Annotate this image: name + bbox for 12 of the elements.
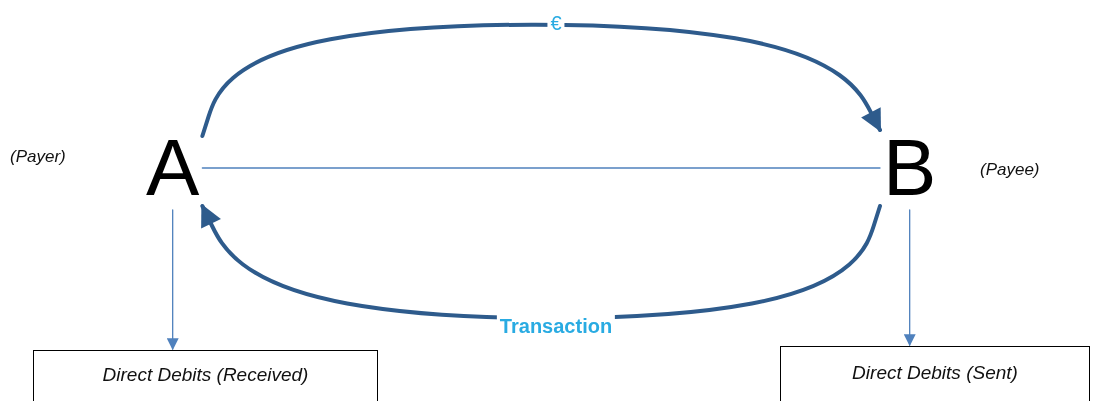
party-letter: B (883, 128, 937, 208)
curved-arrow (200, 22, 882, 138)
process-box (33, 350, 378, 401)
role-label: (Payee) (980, 160, 1040, 180)
process-box (780, 346, 1090, 401)
arrow (166, 209, 179, 351)
box-label: Direct Debits (Sent) (852, 361, 1018, 385)
box-label: Direct Debits (Received) (102, 363, 309, 387)
party-letter: A (146, 128, 200, 208)
role-label: (Payer) (10, 147, 66, 167)
arrow (903, 209, 916, 347)
connector-line (201, 167, 881, 169)
